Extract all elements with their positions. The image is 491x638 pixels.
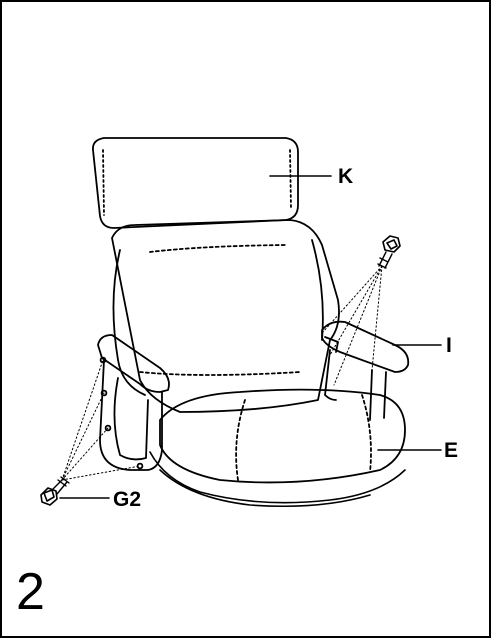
label-seat-e: E: [444, 439, 459, 462]
leader-lines: [59, 175, 442, 499]
guide-lines: [61, 265, 383, 481]
seat-cushion: [159, 388, 406, 484]
label-armrest-i: I: [446, 334, 452, 357]
bolt-right: [377, 235, 401, 269]
label-bolt-g2: G2: [113, 488, 142, 511]
headrest: [92, 137, 299, 229]
seat-base-shell: [149, 451, 406, 508]
step-number: 2: [16, 563, 45, 621]
left-armrest: [97, 334, 170, 471]
right-armrest: [321, 320, 410, 421]
bolt-left: [40, 476, 70, 506]
backrest: [111, 219, 340, 413]
label-headrest-k: K: [338, 165, 354, 188]
